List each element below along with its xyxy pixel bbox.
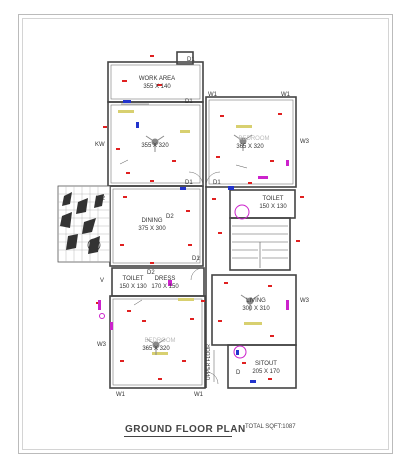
fan-icon	[146, 338, 166, 355]
door-tag-d1-kitchen-bottom: D1	[185, 180, 193, 186]
room-label-bedroom-1: BEDROOM	[238, 136, 270, 142]
wall-chimney	[176, 51, 194, 65]
door-tag-d1-kitchen: D1	[185, 99, 193, 105]
room-label-dress: DRESS	[154, 276, 176, 282]
room-size-sitout: 205 X 170	[252, 369, 280, 375]
wall-bedroom-top	[205, 96, 297, 188]
room-size-work-area: 355 X 140	[143, 84, 171, 90]
ceiling-fans	[145, 134, 260, 355]
door-tag-d2-dress: D2	[147, 270, 155, 276]
room-size-toilet-left: 150 X 130	[119, 284, 147, 290]
wall-sitout	[227, 344, 297, 389]
plan-title: GROUND FLOOR PLAN	[125, 424, 246, 435]
window-tag-v: V	[100, 278, 105, 284]
window-tag-kw: KW	[95, 142, 105, 148]
exhaust-points	[99, 204, 250, 359]
room-size-dress: 170 X 150	[151, 284, 179, 290]
wiring-arrows	[119, 103, 248, 382]
walls	[107, 51, 297, 389]
fan-icon	[233, 134, 253, 151]
wall-toilet-dress	[111, 267, 205, 297]
sheet-inner-border	[22, 18, 389, 450]
wall-bedroom-bottom	[109, 295, 206, 389]
room-size-living: 300 X 310	[242, 306, 270, 312]
room-label-toilet-right: TOILET	[262, 196, 284, 202]
door-tag-d2-dining: D2	[166, 214, 174, 220]
stair-treads	[232, 225, 288, 268]
furniture	[118, 110, 262, 355]
fan-icon	[240, 294, 260, 311]
window-tag-w1-bottom-right: W1	[194, 392, 203, 398]
window-tag-w3-bedroom: W3	[300, 139, 309, 145]
light-point-icon	[96, 55, 304, 380]
switch-board-icon	[98, 100, 289, 383]
door-tag-d1-top: D1	[187, 57, 195, 63]
room-label-toilet-left: TOILET	[122, 276, 144, 282]
wall-inner-lines	[110, 64, 294, 386]
fan-icon	[145, 135, 165, 152]
landscape-icon	[57, 185, 111, 263]
total-area: TOTAL SQFT:1087	[245, 424, 296, 430]
window-tag-w2: W2	[96, 196, 105, 202]
stair-label: UPPER FLOOR	[206, 344, 212, 380]
room-label-living: LIVING	[246, 298, 266, 304]
room-label-dining: DINING	[141, 218, 163, 224]
room-size-dining: 375 X 300	[138, 226, 166, 232]
door-tag-d1-bedroom: D1	[213, 180, 221, 186]
room-label-sitout: SITOUT	[255, 361, 277, 367]
room-size-kitchen: 355 X 320	[141, 143, 169, 149]
plan-title-underline	[124, 436, 232, 437]
window-tag-w1-top-left: W1	[208, 92, 217, 98]
room-size-bedroom-2: 365 X 320	[142, 346, 170, 352]
door-swings	[188, 171, 221, 385]
window-tag-w1-top-right: W1	[281, 92, 290, 98]
window-tag-w1-bottom-left: W1	[116, 392, 125, 398]
room-label-bedroom-2: BEDROOM	[144, 338, 176, 344]
door-tag-d-sitout: D	[236, 370, 241, 376]
wall-stair	[229, 217, 291, 271]
door-tag-d1-passage: D1	[192, 256, 200, 262]
room-label-work-area: WORK AREA	[138, 76, 176, 82]
room-size-toilet-right: 150 X 130	[259, 204, 287, 210]
room-size-bedroom-1: 365 X 320	[236, 144, 264, 150]
sheet-outer-border	[18, 14, 393, 454]
window-tag-w3-bedroom-2: W3	[97, 342, 106, 348]
window-tag-w3-living: W3	[300, 298, 309, 304]
